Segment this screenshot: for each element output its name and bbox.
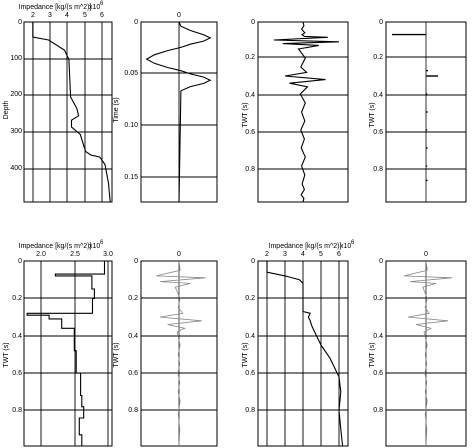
panel-1-exponent: x10: [89, 4, 100, 11]
panel-1-ytick-4: 400: [10, 165, 22, 172]
panel-3-ytick-4: 0.8: [245, 166, 255, 173]
panel-8-ytick-1: 0.2: [373, 295, 383, 302]
panel-2-wavelet-curve: [145, 21, 212, 203]
panel-8-ytick-0: 0: [379, 258, 383, 265]
panel-4: 0 0.2 0.4 0.6 0.8 TWT (s): [369, 19, 467, 203]
panel-6-ytick-0: 0: [134, 258, 138, 265]
panel-8: 0 0 0.2 0.4 0.6 0.8 TWT (s): [369, 251, 467, 447]
panel-7-impedance-curve: [266, 261, 344, 447]
panel-5-exponent-power: 6: [100, 240, 104, 246]
panel-7-ytick-4: 0.8: [245, 407, 255, 414]
panel-4-spikes: [392, 33, 438, 182]
panel-5-ylabel: TWT (s): [3, 342, 10, 367]
panel-7-title: Impedance [kg/(s m^2)]: [269, 243, 342, 250]
panel-7-xtick-0: 2: [265, 251, 269, 258]
panel-3: 0 0.2 0.4 0.6 0.8 TWT (s): [242, 19, 349, 203]
panel-7-frame: [257, 260, 349, 447]
panel-5-impedance-curve: [26, 261, 106, 446]
panel-1-ytick-3: 300: [10, 128, 22, 135]
panel-5-ytick-2: 0.4: [12, 333, 22, 340]
panel-1-xtick-1: 3: [48, 12, 52, 19]
panel-5-xtick-1: 2.5: [70, 251, 80, 258]
panel-5-ytick-3: 0.6: [12, 370, 22, 377]
panel-8-ytick-3: 0.6: [373, 370, 383, 377]
panel-3-frame: [257, 21, 349, 203]
panel-7-ytick-1: 0.2: [245, 295, 255, 302]
panel-5-xtick-0: 2.0: [36, 251, 46, 258]
panel-1-title: Impedance [kg/(s m^2)]: [19, 4, 92, 11]
panel-5-title: Impedance [kg/(s m^2)]: [19, 243, 92, 250]
panel-8-ytick-2: 0.4: [373, 333, 383, 340]
panel-2-ytick-3: 0.15: [124, 174, 138, 181]
panel-3-ytick-0: 0: [251, 19, 255, 26]
panel-5-xtick-2: 3.0: [103, 251, 113, 258]
panel-4-ylabel: TWT (s): [369, 102, 376, 127]
panel-1-xtick-3: 5: [83, 12, 87, 19]
panel-7-ylabel: TWT (s): [242, 342, 249, 367]
panel-7-xtick-2: 4: [301, 251, 305, 258]
panel-5-exponent: x10: [89, 243, 100, 250]
panel-3-ytick-3: 0.6: [245, 129, 255, 136]
panel-6-ytick-3: 0.6: [128, 370, 138, 377]
panel-7-xtick-4: 6: [337, 251, 341, 258]
panel-1-xtick-4: 6: [100, 12, 104, 19]
panel-8-ylabel: TWT (s): [369, 342, 376, 367]
panel-1: Impedance [kg/(s m^2)] x10 6 2 3 4 5 6 0…: [3, 1, 113, 203]
panel-6-ytick-1: 0.2: [128, 295, 138, 302]
panel-1-xtick-0: 2: [31, 12, 35, 19]
panel-3-seismic-trace: [273, 21, 340, 203]
panel-1-impedance-curve: [32, 22, 111, 203]
panel-7-xtick-3: 5: [319, 251, 323, 258]
panel-2-ytick-0: 0: [134, 19, 138, 26]
panel-5-ytick-4: 0.8: [12, 407, 22, 414]
panel-4-ytick-3: 0.6: [373, 129, 383, 136]
panel-7-exponent-power: 6: [351, 240, 355, 246]
panel-8-ytick-4: 0.8: [373, 407, 383, 414]
panel-2-ylabel: Time (s): [113, 97, 120, 122]
panel-1-xtick-2: 4: [65, 12, 69, 19]
panel-5: Impedance [kg/(s m^2)] x10 6 2.0 2.5 3.0…: [3, 240, 113, 447]
panel-2-ytick-2: 0.10: [124, 122, 138, 129]
panel-4-ytick-2: 0.4: [373, 92, 383, 99]
panel-7-exponent: x10: [340, 243, 351, 250]
panel-4-ytick-0: 0: [379, 19, 383, 26]
panel-1-ytick-2: 200: [10, 91, 22, 98]
panel-3-ytick-1: 0.2: [245, 54, 255, 61]
panel-6-seismic-trace: [156, 260, 206, 447]
panel-1-ylabel: Depth: [3, 101, 10, 120]
panel-1-frame: [23, 21, 113, 203]
panel-3-ytick-2: 0.4: [245, 92, 255, 99]
panel-4-ytick-4: 0.8: [373, 166, 383, 173]
panel-5-ytick-1: 0.2: [12, 295, 22, 302]
panel-1-ytick-0: 0: [18, 19, 22, 26]
panel-5-ytick-0: 0: [18, 258, 22, 265]
panel-6: 0 0 0.2 0.4 0.6 0.8 TWT (s): [113, 251, 218, 447]
panel-2-xtick-0: 0: [177, 12, 181, 19]
panel-2: 0 0 0.05 0.10 0.15 Time (s): [113, 12, 218, 203]
panel-1-ytick-1: 100: [10, 55, 22, 62]
panel-3-ylabel: TWT (s): [242, 102, 249, 127]
panel-6-ylabel: TWT (s): [113, 342, 120, 367]
panel-5-frame: [23, 260, 113, 447]
panel-7: Impedance [kg/(s m^2)] x10 6 2 3 4 5 6 0…: [242, 240, 355, 447]
panel-6-ytick-2: 0.4: [128, 333, 138, 340]
panel-2-ytick-1: 0.05: [124, 70, 138, 77]
panel-7-ytick-3: 0.6: [245, 370, 255, 377]
panel-7-ytick-2: 0.4: [245, 333, 255, 340]
panel-7-xtick-1: 3: [283, 251, 287, 258]
panel-8-xtick-0: 0: [424, 251, 428, 258]
panel-7-ytick-0: 0: [251, 258, 255, 265]
panel-6-xtick-0: 0: [177, 251, 181, 258]
panel-8-seismic-trace: [403, 260, 453, 447]
panel-4-ytick-1: 0.2: [373, 54, 383, 61]
panel-1-exponent-power: 6: [100, 1, 104, 7]
panel-6-ytick-4: 0.8: [128, 407, 138, 414]
